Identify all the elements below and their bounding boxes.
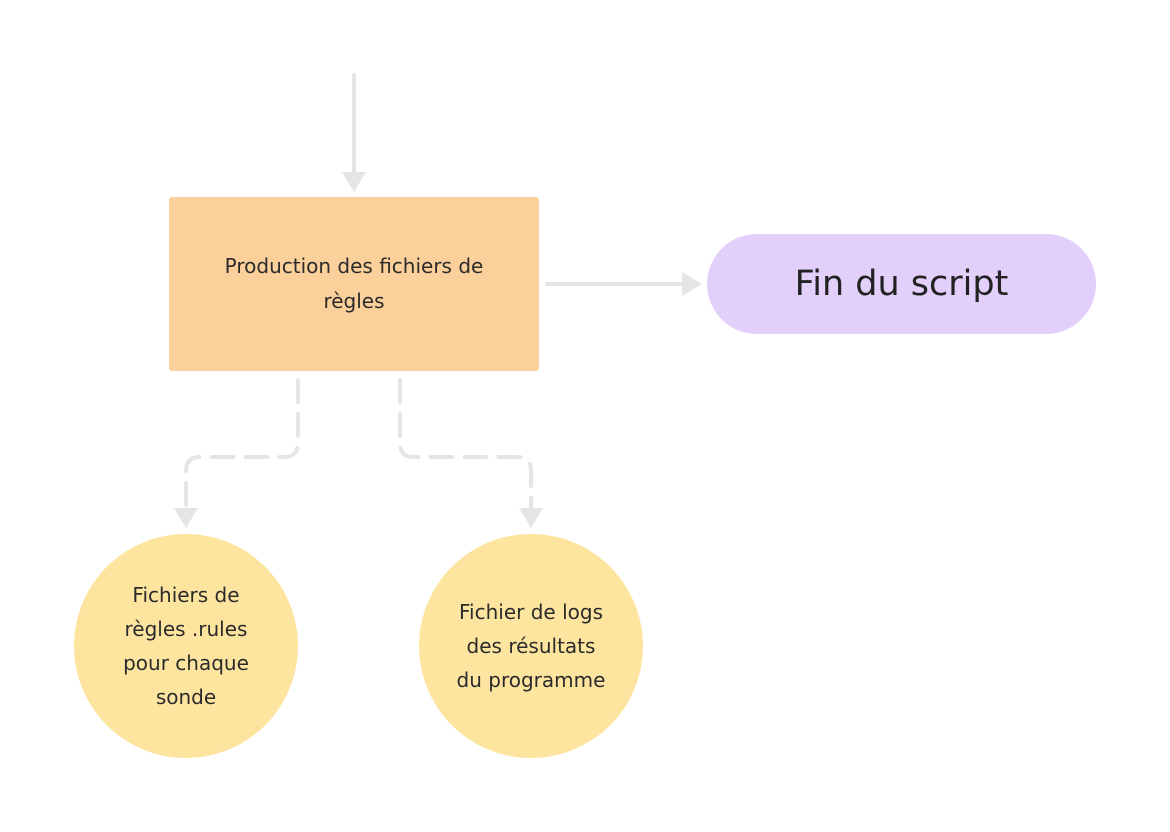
rules-files-label: Fichiers de règles .rules pour chaque so… bbox=[123, 583, 249, 709]
incoming-arrow bbox=[342, 73, 366, 192]
log-file-output-circle: Fichier de logs des résultats du program… bbox=[419, 534, 643, 758]
production-rules-label: Production des fichiers de règles bbox=[224, 254, 484, 313]
log-file-label: Fichier de logs des résultats du program… bbox=[456, 600, 606, 692]
end-of-script-terminal: Fin du script bbox=[707, 234, 1096, 334]
dashed-arrow-to-log-file bbox=[398, 378, 543, 528]
dashed-arrow-to-rules-files bbox=[174, 378, 300, 528]
arrow-to-end bbox=[545, 272, 702, 296]
rules-files-output-circle: Fichiers de règles .rules pour chaque so… bbox=[74, 534, 298, 758]
end-of-script-label: Fin du script bbox=[794, 264, 1009, 304]
production-rules-process-box: Production des fichiers de règles bbox=[169, 197, 539, 371]
